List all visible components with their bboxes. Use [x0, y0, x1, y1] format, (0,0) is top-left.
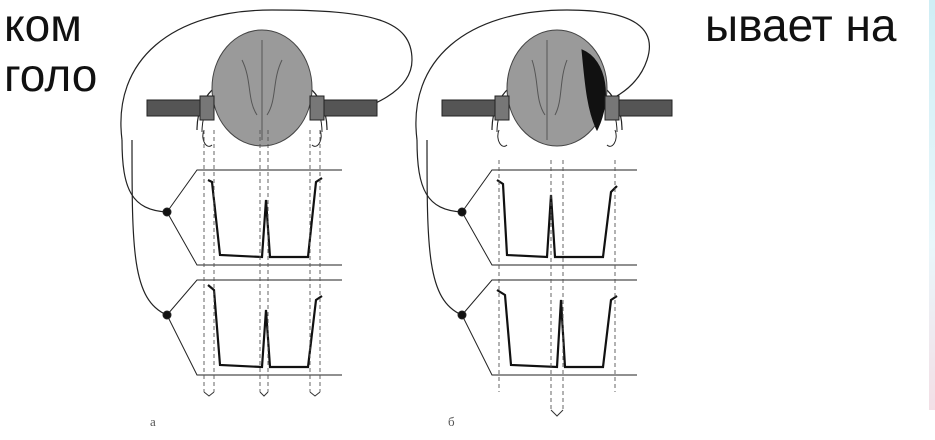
probe-left-tip-b [495, 96, 509, 120]
panel-label-a: а [150, 414, 156, 429]
probe-right-b [617, 100, 672, 116]
probe-right-tip-b [605, 96, 619, 120]
electrode-2-b [458, 311, 466, 319]
probe-left-tip-a [200, 96, 214, 120]
slide-text-line1-left: ком [4, 0, 82, 50]
electrode-1-b [458, 208, 466, 216]
probe-left-a [147, 100, 202, 116]
echoencephalography-figure: а б [112, 0, 930, 435]
slide-right-edge-decoration [929, 0, 935, 410]
probe-left-b [442, 100, 497, 116]
electrode-1-a [163, 208, 171, 216]
panel-label-b: б [448, 414, 455, 429]
diagram-svg: а б [112, 0, 930, 435]
figure-background [112, 0, 702, 435]
slide-text-line2-left: голо [4, 50, 97, 100]
electrode-2-a [163, 311, 171, 319]
probe-right-tip-a [310, 96, 324, 120]
probe-right-a [322, 100, 377, 116]
